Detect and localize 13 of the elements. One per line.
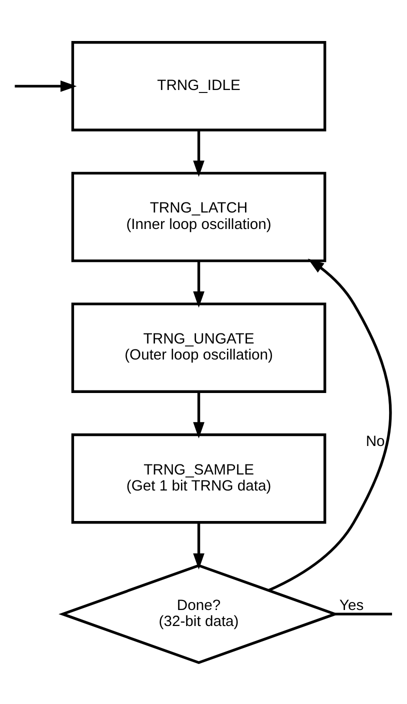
arrow xyxy=(268,258,392,592)
arrow xyxy=(193,130,204,176)
arrow xyxy=(193,522,204,570)
node-box: TRNG_SAMPLE (Get 1 bit TRNG data) xyxy=(71,432,326,524)
arrow xyxy=(193,260,204,308)
node-box: TRNG_IDLE xyxy=(71,40,326,131)
edge-label: Yes xyxy=(339,597,364,614)
node-box: TRNG_LATCH (Inner loop oscillation) xyxy=(71,171,326,262)
arrow xyxy=(193,391,204,438)
node-box: TRNG_UNGATE (Outer loop oscillation) xyxy=(71,302,326,392)
edge-label: No xyxy=(366,434,385,450)
arrow xyxy=(14,80,77,92)
connector xyxy=(335,612,392,615)
